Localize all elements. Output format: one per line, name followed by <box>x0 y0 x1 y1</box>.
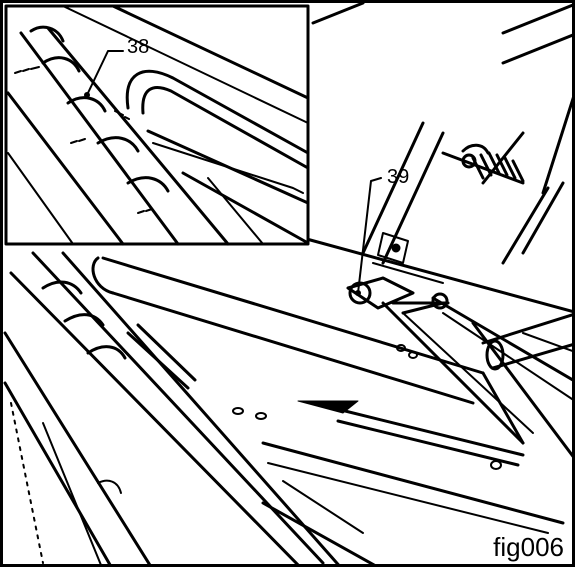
main-view <box>3 3 572 564</box>
mechanical-drawing <box>3 3 572 564</box>
callout-39-leader <box>355 177 382 296</box>
detail-inset <box>4 4 310 246</box>
callout-38-label: 38 <box>127 36 150 58</box>
callout-39-label: 39 <box>387 166 410 188</box>
figure-label: fig006 <box>491 532 566 562</box>
